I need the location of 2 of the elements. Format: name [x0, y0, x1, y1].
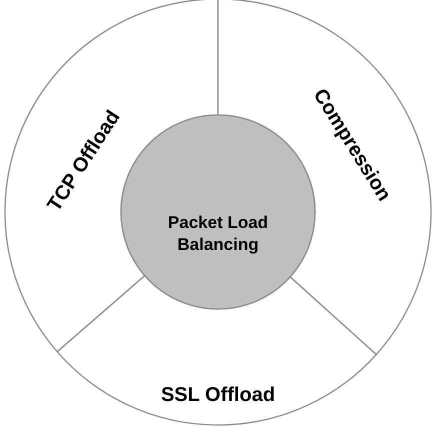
segment-label: Packet Load Balancing: [166, 212, 270, 256]
segment-label: SSL Offload: [160, 383, 276, 408]
